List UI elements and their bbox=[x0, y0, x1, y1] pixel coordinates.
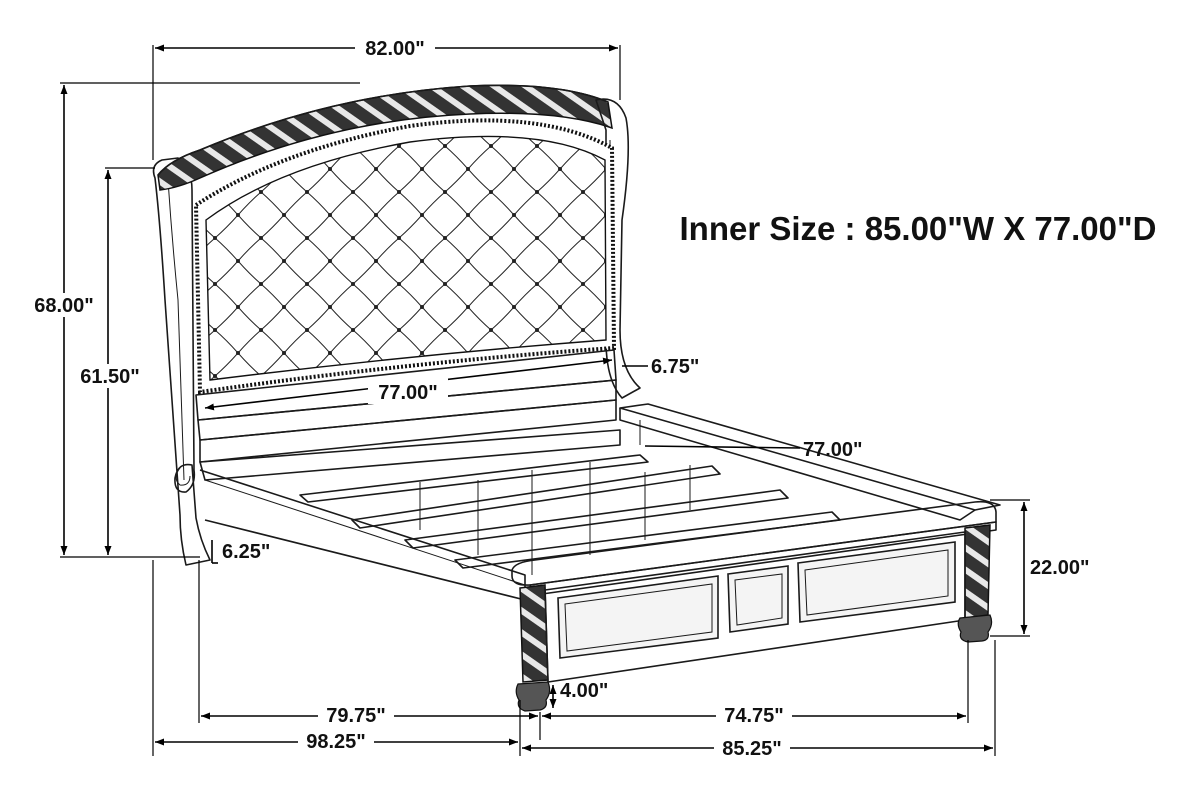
label-rail-length: 77.00" bbox=[803, 439, 863, 461]
label-headboard-height: 61.50" bbox=[80, 366, 140, 388]
dimension-labels: 82.00" 68.00" 61.50" 6.75" 77.00" 77.00"… bbox=[26, 34, 1090, 760]
label-footboard-height: 22.00" bbox=[1030, 557, 1090, 579]
label-footboard-inner-width: 74.75" bbox=[724, 705, 784, 727]
label-inner-length: 79.75" bbox=[326, 705, 386, 727]
label-post-thickness: 6.75" bbox=[651, 356, 699, 378]
label-foot-height: 4.00" bbox=[560, 680, 608, 702]
label-headboard-width: 82.00" bbox=[365, 38, 425, 60]
bed-slats bbox=[299, 454, 841, 575]
bed-illustration bbox=[152, 84, 1001, 712]
headboard-crown bbox=[157, 84, 613, 191]
headboard-tufted-panel bbox=[193, 118, 617, 395]
inner-size-title: Inner Size : 85.00"W X 77.00"D bbox=[680, 210, 1157, 247]
label-overall-length: 98.25" bbox=[306, 731, 366, 753]
label-overall-height: 68.00" bbox=[34, 295, 94, 317]
label-clearance: 6.25" bbox=[222, 541, 270, 563]
label-rail-width: 77.00" bbox=[378, 382, 438, 404]
footboard bbox=[511, 500, 997, 712]
label-overall-width: 85.25" bbox=[722, 738, 782, 760]
right-side-rail bbox=[619, 403, 1001, 521]
